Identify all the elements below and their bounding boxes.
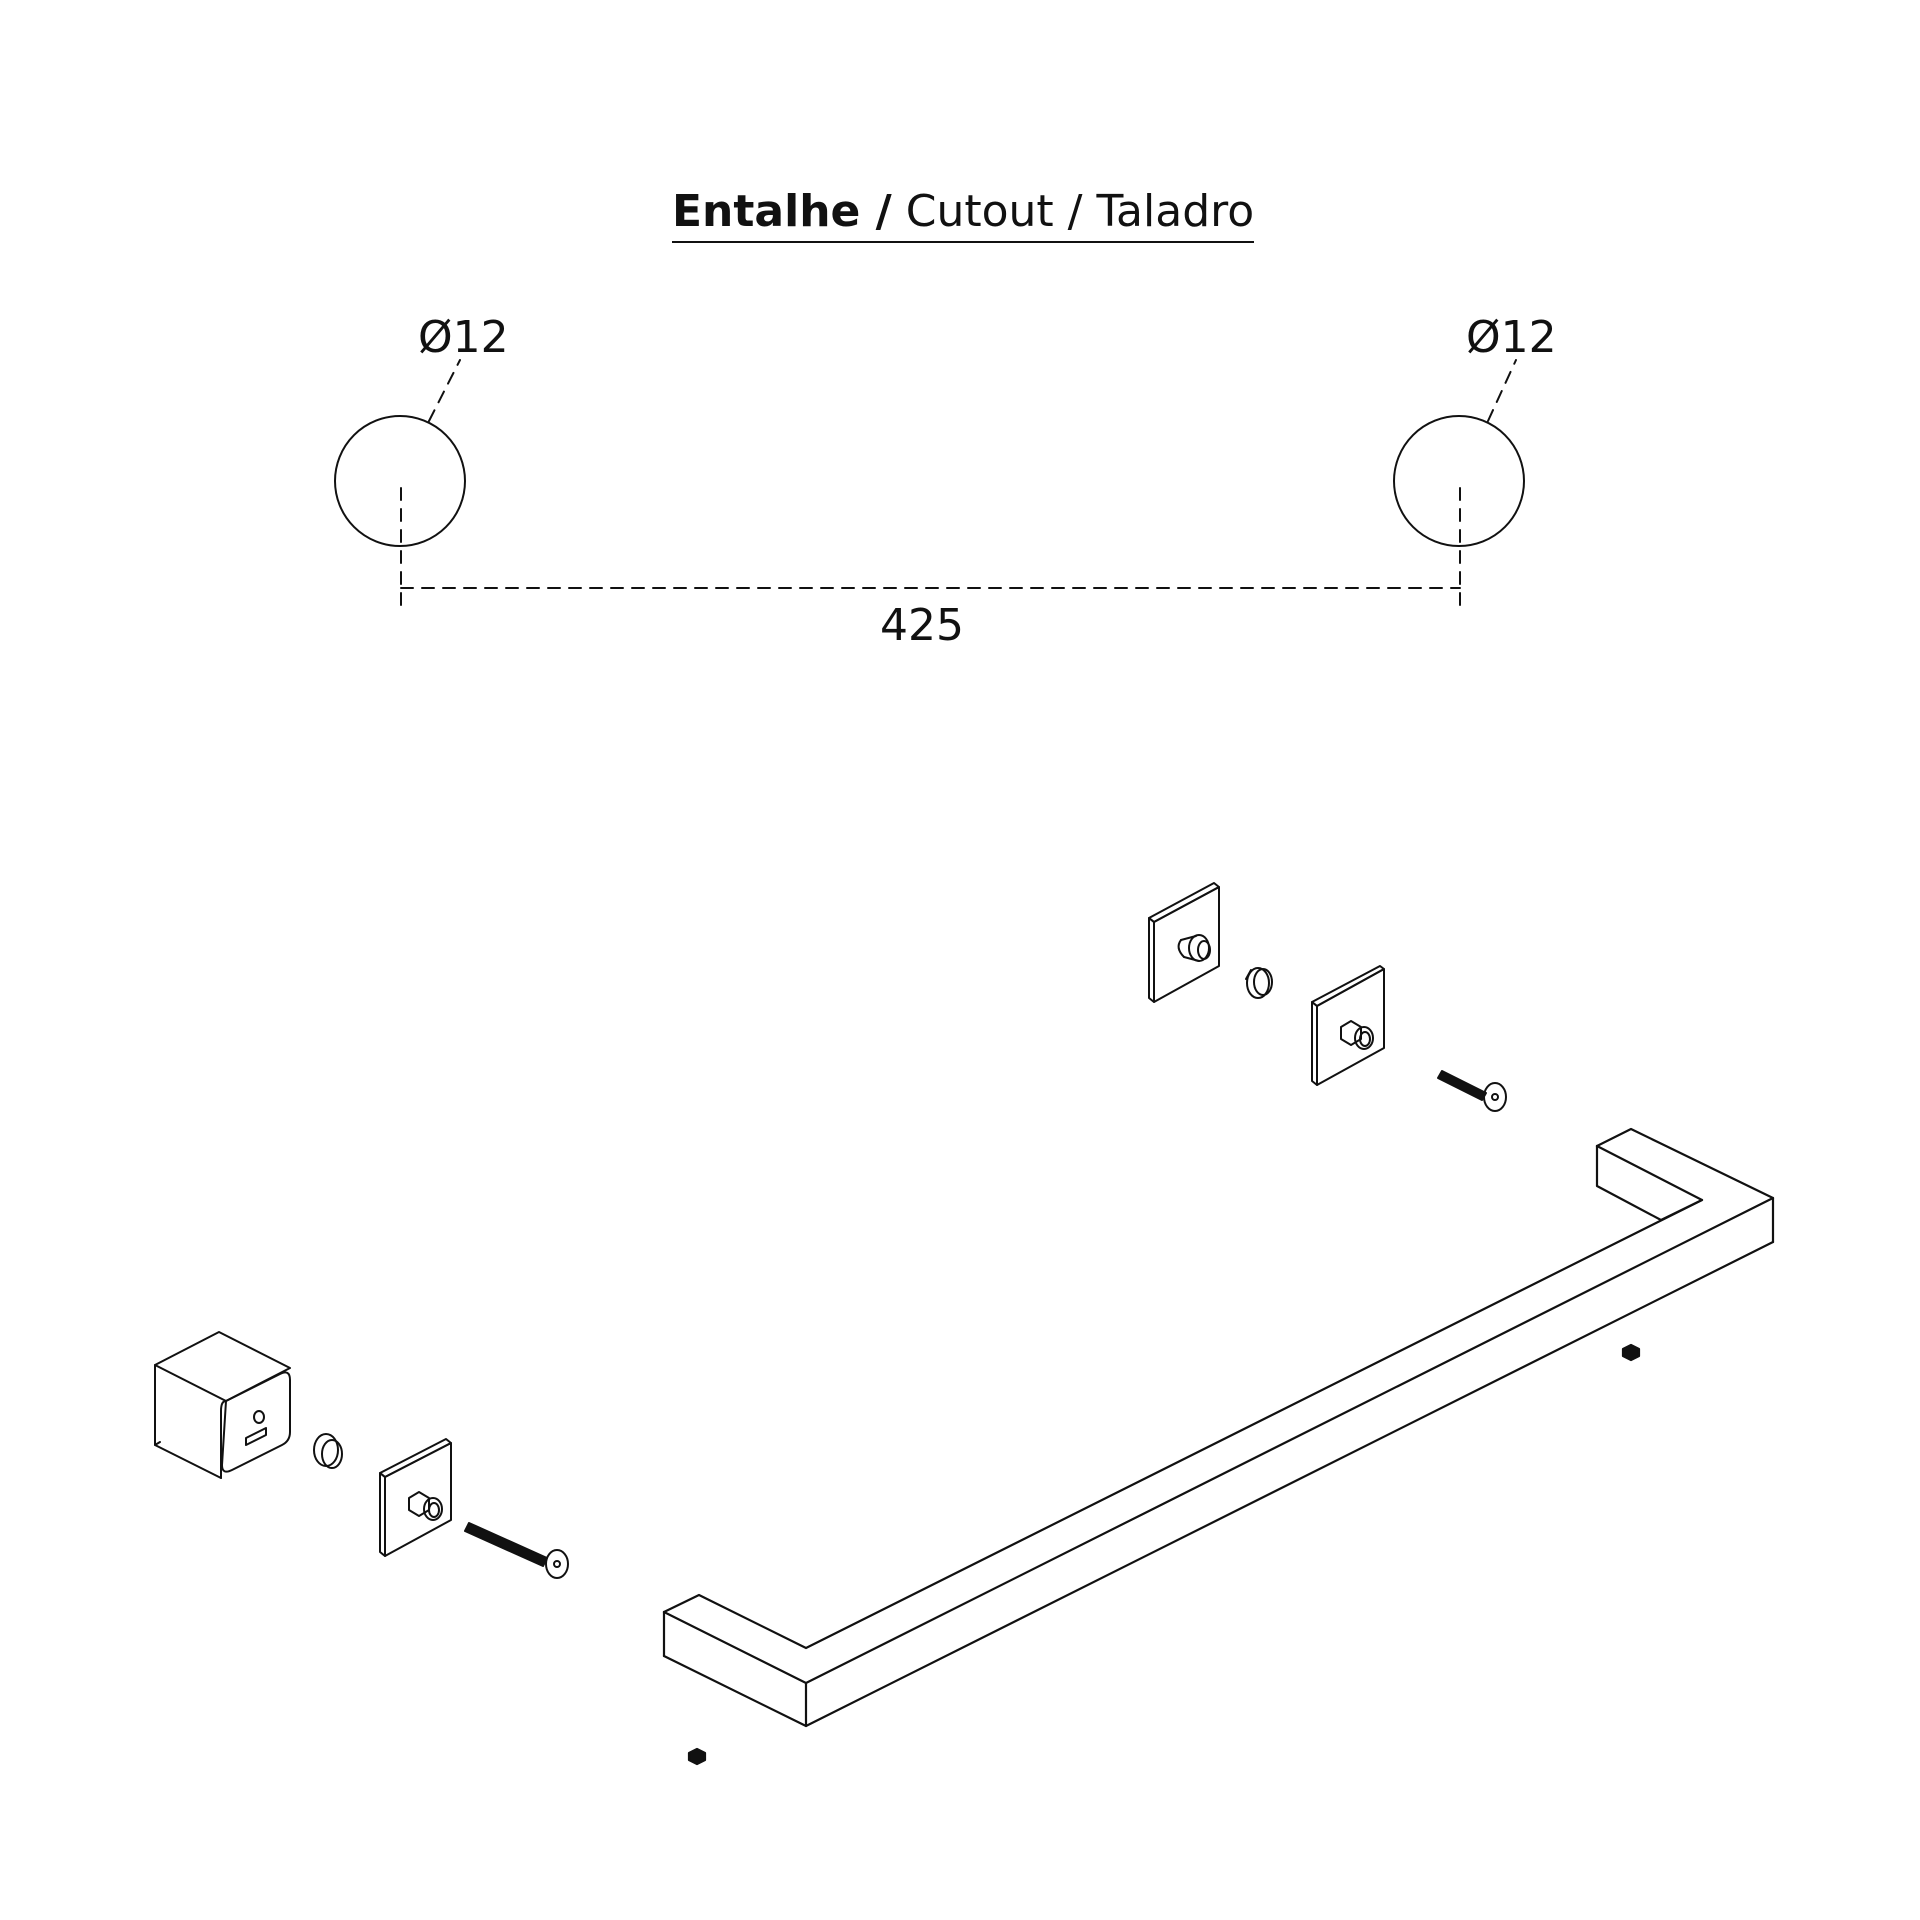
cutout-title: Entalhe / Cutout / Taladro xyxy=(672,186,1255,243)
right-wall-plate xyxy=(1148,882,1220,1003)
left-leader-line xyxy=(428,359,461,422)
towel-bar xyxy=(662,1127,1775,1766)
hole-spacing-label: 425 xyxy=(880,600,964,651)
right-spacer-ring-icon xyxy=(1245,967,1273,999)
cutout-diagram xyxy=(334,359,1525,607)
right-leader-line xyxy=(1487,359,1517,422)
right-mounting-screw-icon xyxy=(1437,1070,1507,1112)
set-screw-right-icon xyxy=(1621,1343,1641,1362)
bar-right-end-vertical xyxy=(1595,1144,1663,1222)
bar-right-end-top xyxy=(1595,1127,1775,1244)
bar-bottom-edge xyxy=(662,1240,1775,1728)
set-screw-left-icon xyxy=(687,1747,707,1766)
left-hole-diameter-label: Ø12 xyxy=(418,312,509,363)
right-bracket-plate xyxy=(1311,965,1385,1086)
bar-top-inner-edge xyxy=(662,1198,1704,1650)
left-spacer-ring-icon xyxy=(313,1433,343,1469)
bar-right-inner xyxy=(1595,1144,1704,1222)
left-hole-circle xyxy=(334,415,466,547)
right-mount-assembly xyxy=(1148,882,1507,1112)
bar-top-outer-edge xyxy=(662,1196,1775,1685)
right-hole-diameter-label: Ø12 xyxy=(1466,312,1557,363)
title-regular: Cutout / Taladro xyxy=(905,186,1255,237)
left-mount-assembly xyxy=(154,1331,569,1579)
left-bracket-plate xyxy=(379,1438,452,1557)
left-mounting-screw-icon xyxy=(464,1522,569,1579)
title-bold: Entalhe / xyxy=(672,186,892,237)
right-hole-circle xyxy=(1393,415,1525,547)
left-end-cap-cover xyxy=(154,1331,291,1479)
